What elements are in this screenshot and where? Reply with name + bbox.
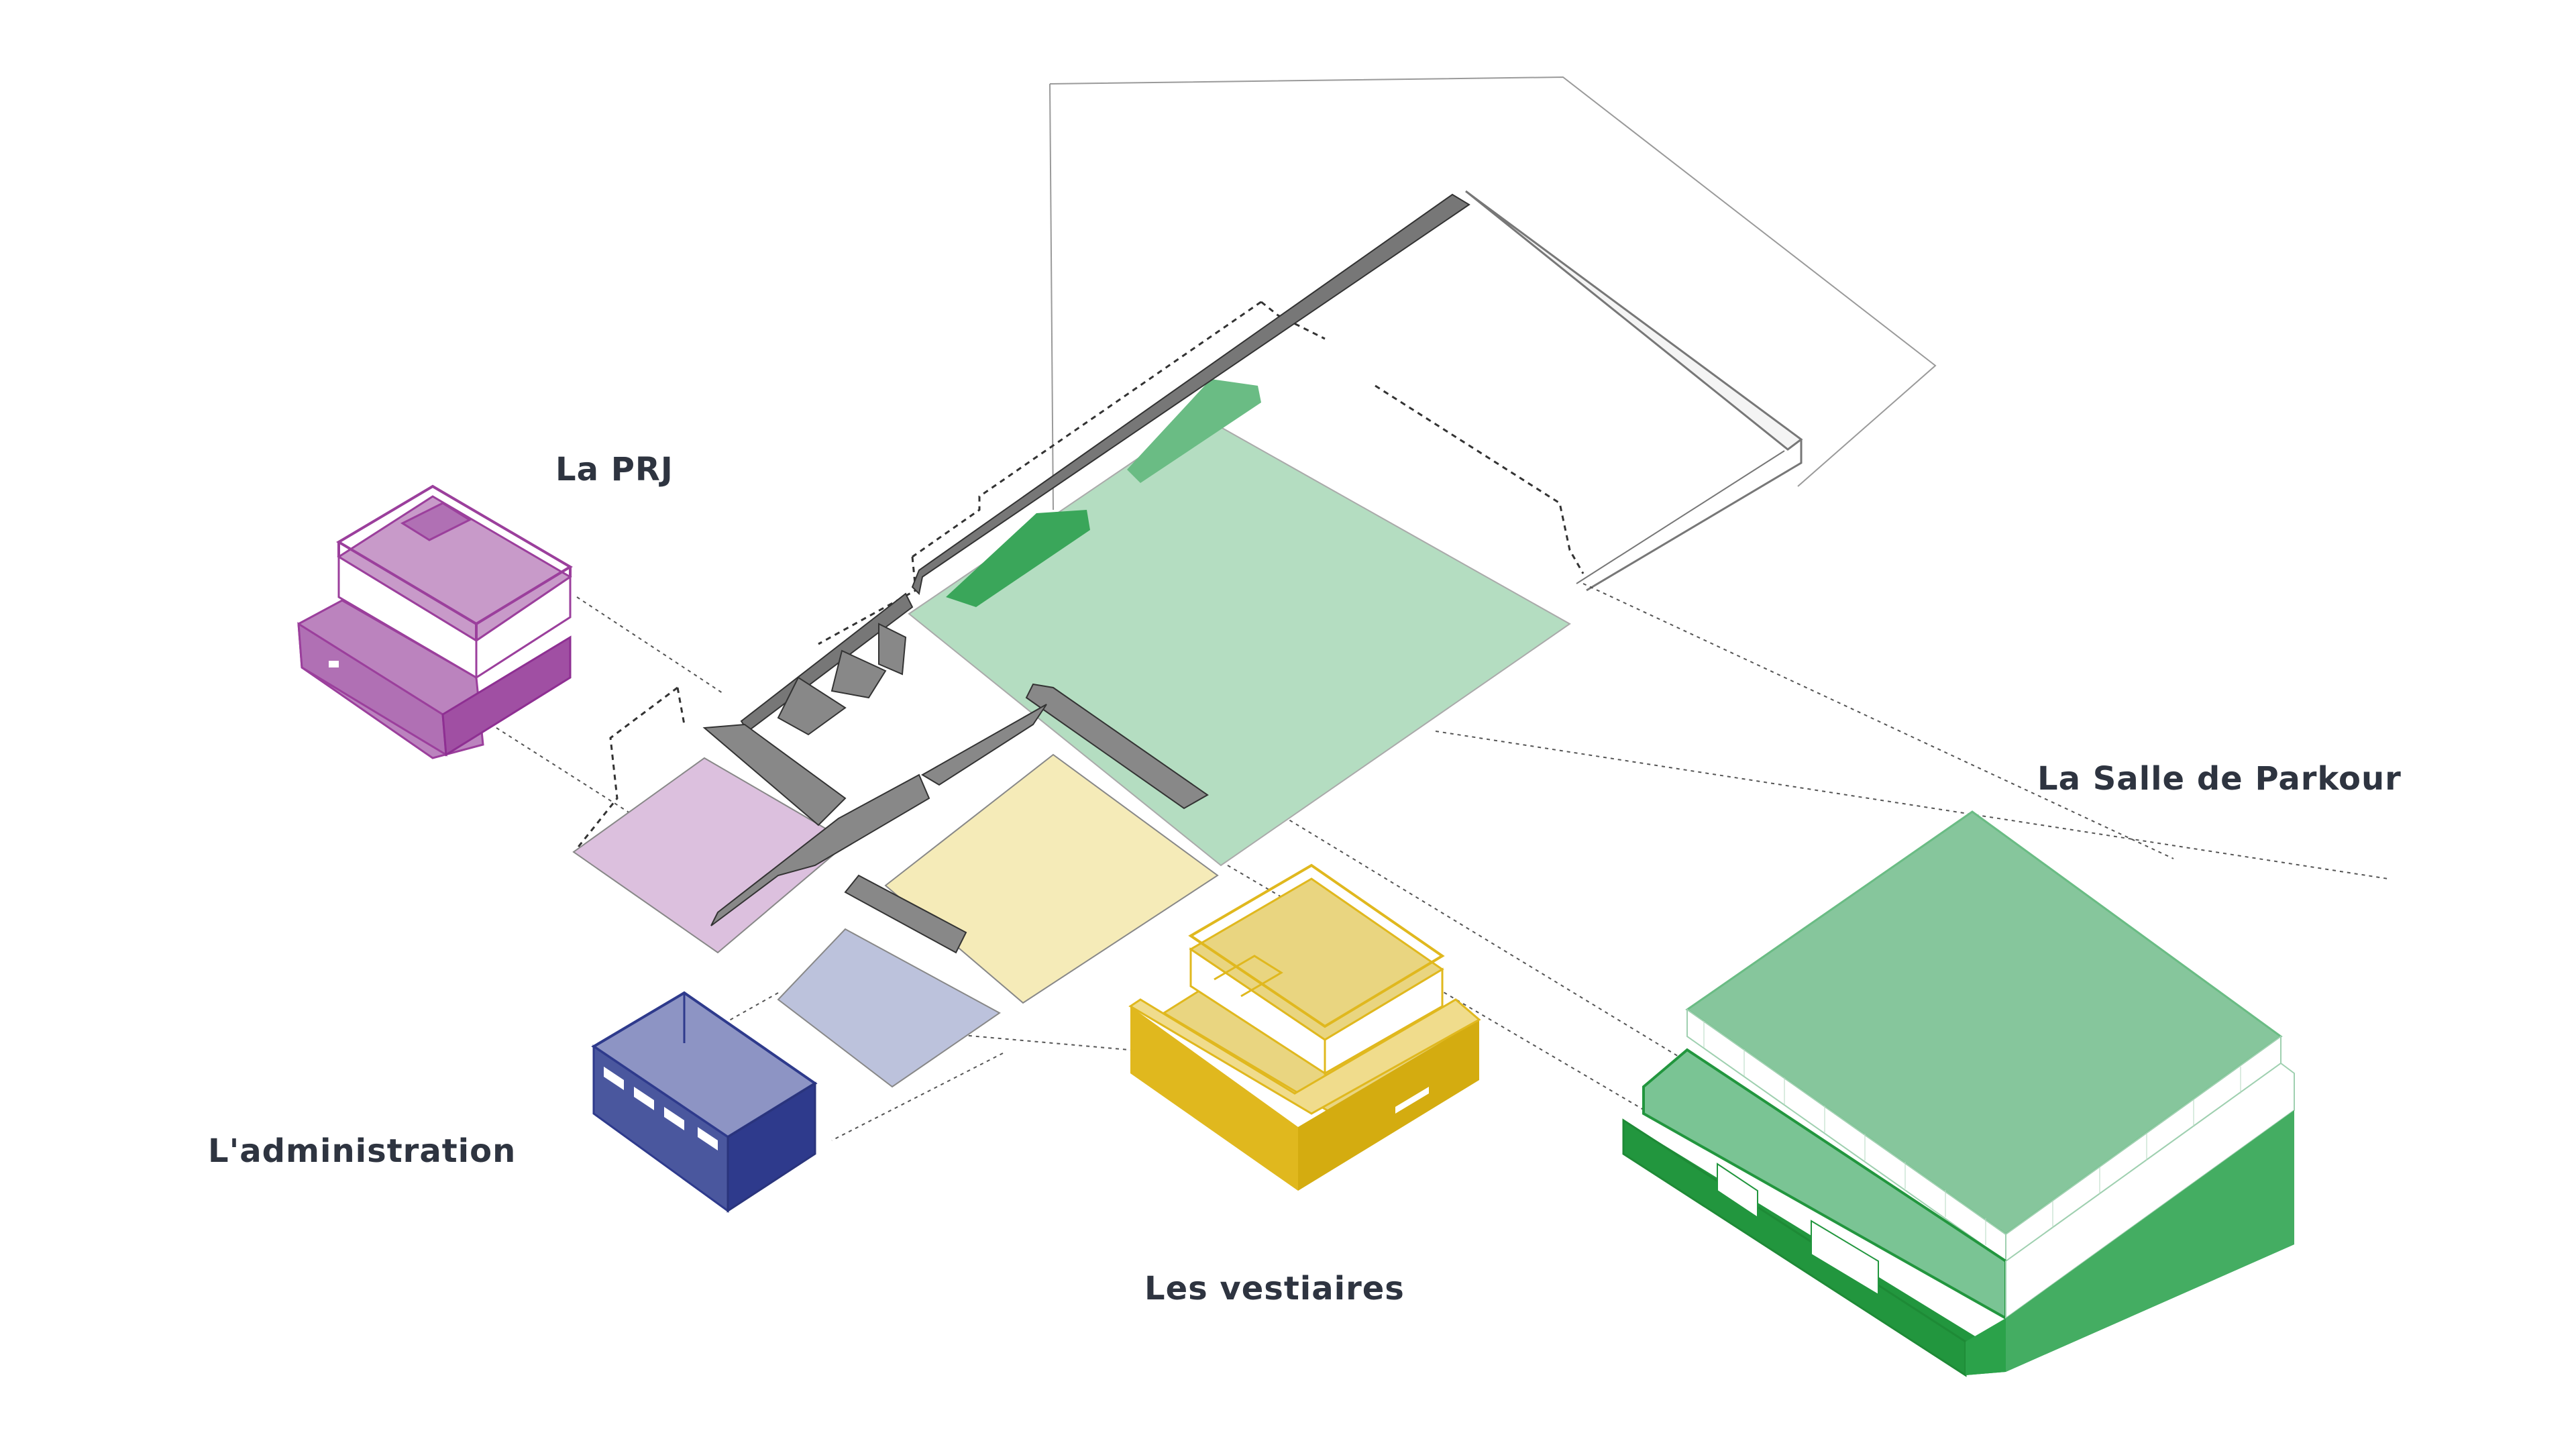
parkour-accent-1 (1127, 379, 1261, 483)
footprint-vestiaires (884, 753, 1219, 1004)
block-parkour (1622, 810, 2295, 1377)
block-vestiaires (1128, 863, 1481, 1191)
footprint-administration (777, 928, 1001, 1088)
label-administration: L'administration (208, 1132, 517, 1170)
label-vestiaires: Les vestiaires (1144, 1270, 1405, 1307)
circulation-spine (702, 193, 1470, 954)
label-parkour: La Salle de Parkour (2037, 760, 2402, 798)
site-outline (1049, 76, 1937, 511)
parkour-glazing (1703, 1021, 2241, 1245)
parkour-accent-2 (946, 510, 1090, 607)
label-prj: La PRJ (555, 451, 674, 488)
footprint-prj (572, 757, 850, 954)
parkour-roof-frame (1465, 190, 1803, 592)
block-prj (297, 484, 573, 759)
block-administration (591, 991, 818, 1213)
